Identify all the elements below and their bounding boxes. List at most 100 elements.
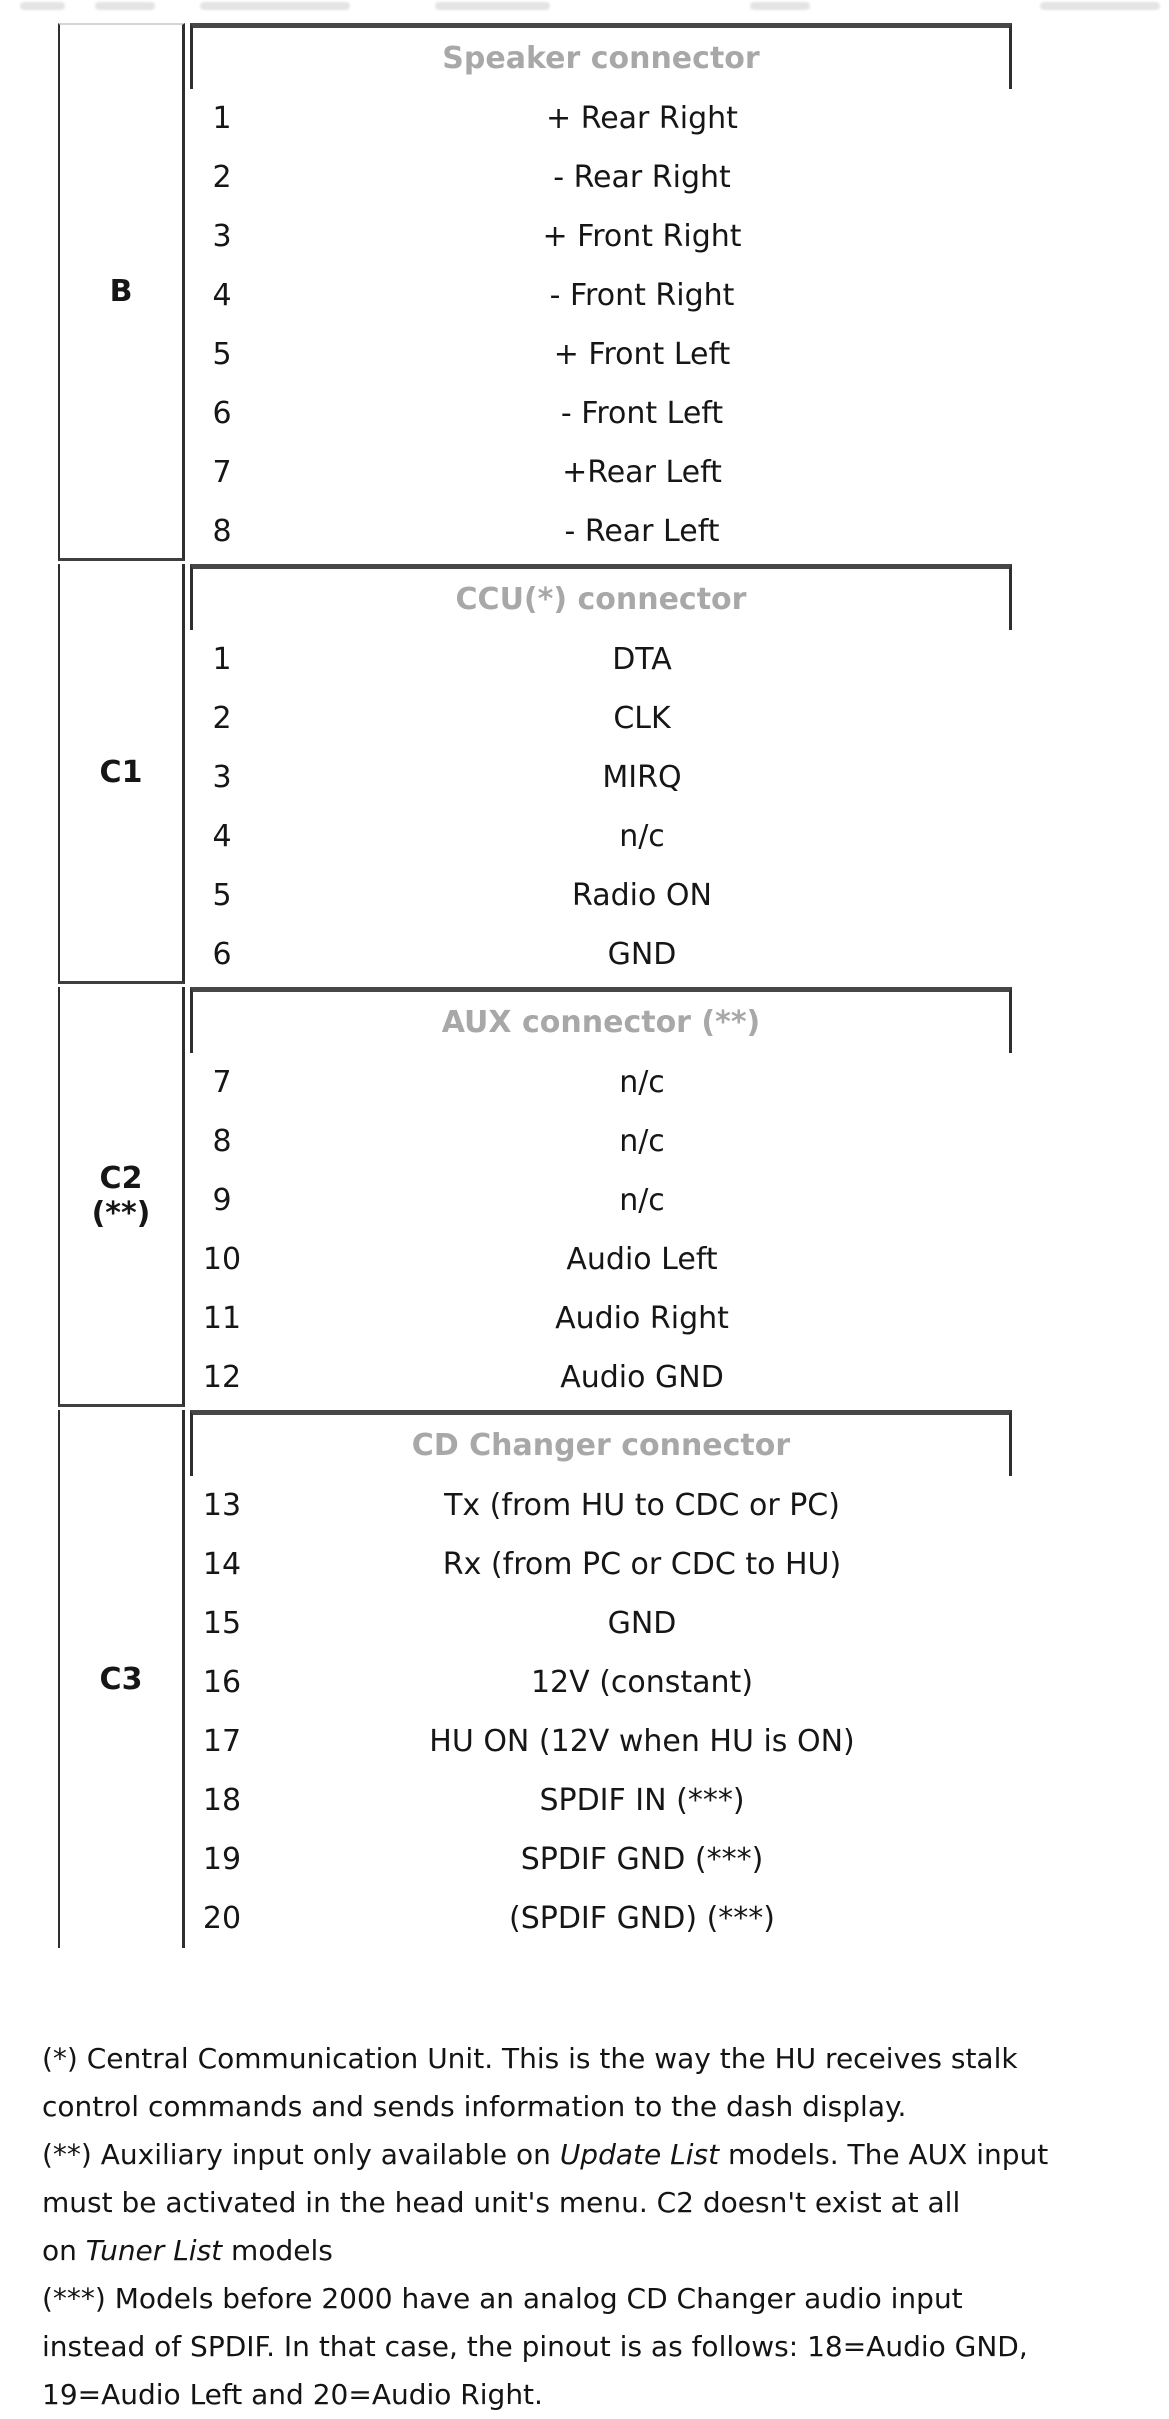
pin-number: 20	[202, 1901, 242, 1936]
section-label-text: C2	[99, 1160, 143, 1196]
footnote-text: models. The AUX input	[719, 2138, 1049, 2171]
pin-description: n/c	[619, 819, 665, 854]
pin-number: 19	[202, 1842, 242, 1877]
pin-number: 3	[212, 760, 232, 795]
footnote-text: (*) Central Communication Unit. This is …	[42, 2042, 1018, 2075]
top-artifact	[435, 2, 550, 10]
footnotes: (*) Central Communication Unit. This is …	[42, 2035, 1169, 2419]
pin-description: n/c	[619, 1065, 665, 1100]
section-label-B: B	[58, 23, 185, 561]
footnote-text: instead of SPDIF. In that case, the pino…	[42, 2330, 1028, 2363]
pin-description: Radio ON	[572, 878, 712, 913]
footnote-text: (**) Auxiliary input only available on	[42, 2138, 560, 2171]
pin-row: 19 SPDIF GND (***)	[190, 1830, 1012, 1889]
pin-description: n/c	[619, 1183, 665, 1218]
pin-row: 20 (SPDIF GND) (***)	[190, 1889, 1012, 1948]
pin-number: 16	[202, 1665, 242, 1700]
footnote-line: (**) Auxiliary input only available on U…	[42, 2131, 1169, 2179]
top-artifact	[20, 2, 65, 10]
footnote-line: control commands and sends information t…	[42, 2083, 1169, 2131]
footnote-line: instead of SPDIF. In that case, the pino…	[42, 2323, 1169, 2371]
pin-number: 18	[202, 1783, 242, 1818]
pin-number: 3	[212, 219, 232, 254]
pin-description: HU ON (12V when HU is ON)	[429, 1724, 855, 1759]
pin-description: + Rear Right	[546, 101, 738, 136]
pin-number: 7	[212, 455, 232, 490]
pin-description: +Rear Left	[562, 455, 722, 490]
pin-row: 7 +Rear Left	[190, 443, 1012, 502]
pin-row: 6- Front Left	[190, 384, 1012, 443]
pin-description: MIRQ	[602, 760, 682, 795]
pin-number: 4	[212, 819, 232, 854]
pin-description: Audio Right	[555, 1301, 729, 1336]
pin-description: Rx (from PC or CDC to HU)	[442, 1547, 842, 1582]
top-artifact	[95, 2, 155, 10]
section-header: CCU(*) connector	[190, 564, 1012, 630]
pin-number: 2	[212, 701, 232, 736]
footnote-text: must be activated in the head unit's men…	[42, 2186, 961, 2219]
pin-row: 5+ Front Left	[190, 325, 1012, 384]
pin-row: 4 n/c	[190, 807, 1012, 866]
section-label-text: C3	[99, 1661, 143, 1697]
pin-number: 14	[202, 1547, 242, 1582]
pin-number: 1	[212, 101, 232, 136]
footnote-text: models	[222, 2234, 333, 2267]
footnote-italic-text: Tuner List	[85, 2234, 223, 2267]
section-label-C1: C1	[58, 564, 185, 984]
section-label-C3: C3	[58, 1410, 185, 1948]
pin-row: 7 n/c	[190, 1053, 1012, 1112]
footnote-text: on	[42, 2234, 86, 2267]
footnote-italic-text: Update List	[559, 2138, 720, 2171]
pin-row: 3 MIRQ	[190, 748, 1012, 807]
pin-number: 8	[212, 1124, 232, 1159]
section-label-text: B	[109, 274, 133, 309]
pin-description: Tx (from HU to CDC or PC)	[444, 1488, 840, 1523]
section-label-text: C1	[99, 755, 143, 790]
pin-row: 4 - Front Right	[190, 266, 1012, 325]
pin-description: (SPDIF GND) (***)	[508, 1901, 775, 1936]
pin-number: 10	[202, 1242, 242, 1277]
pin-number: 7	[212, 1065, 232, 1100]
footnote-text: control commands and sends information t…	[42, 2090, 907, 2123]
footnote-line: on Tuner List models	[42, 2227, 1169, 2275]
pin-description: GND	[607, 937, 677, 972]
pin-description: - Front Right	[549, 278, 735, 313]
section-header: AUX connector (**)	[190, 987, 1012, 1053]
pin-number: 9	[212, 1183, 232, 1218]
pin-description: - Rear Right	[553, 160, 731, 195]
pin-number: 15	[202, 1606, 242, 1641]
pin-description: + Front Left	[553, 337, 731, 372]
section-header: CD Changer connector	[190, 1410, 1012, 1476]
pin-row: 9 n/c	[190, 1171, 1012, 1230]
pin-row: 2 - Rear Right	[190, 148, 1012, 207]
pin-number: 4	[212, 278, 232, 313]
pin-description: DTA	[612, 642, 672, 677]
pin-number: 2	[212, 160, 232, 195]
footnote-line: (***) Models before 2000 have an analog …	[42, 2275, 1169, 2323]
pin-description: SPDIF GND (***)	[520, 1842, 764, 1877]
pin-description: GND	[607, 1606, 677, 1641]
footnote-line: must be activated in the head unit's men…	[42, 2179, 1169, 2227]
top-artifact	[200, 2, 350, 10]
pin-description: - Rear Left	[564, 514, 720, 549]
pin-number: 8	[212, 514, 232, 549]
